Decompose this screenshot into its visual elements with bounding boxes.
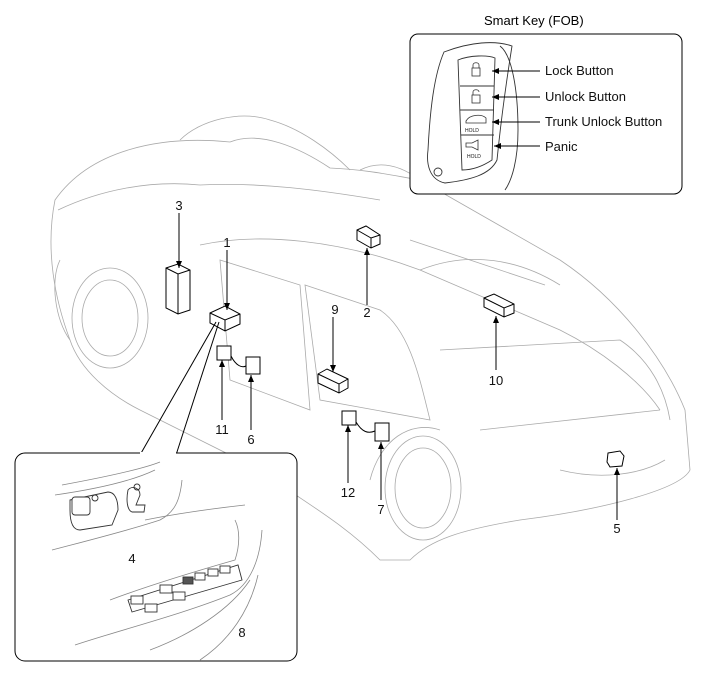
component-6-box xyxy=(245,356,261,375)
fob-hold-text-trunk: HOLD xyxy=(465,128,479,134)
component-11-box xyxy=(216,345,232,361)
callout-9: 9 xyxy=(331,302,339,317)
callout-5: 5 xyxy=(613,521,621,536)
callout-8: 8 xyxy=(238,625,246,640)
trunk-icon xyxy=(465,114,487,124)
callout-10: 10 xyxy=(488,373,504,388)
callout-2: 2 xyxy=(363,305,371,320)
fob-button-face xyxy=(457,55,496,171)
smart-key-panel xyxy=(409,33,683,195)
fob-label-unlock: Unlock Button xyxy=(545,89,626,104)
callout-6: 6 xyxy=(247,432,255,447)
panic-horn-icon xyxy=(465,139,479,151)
fob-label-trunk: Trunk Unlock Button xyxy=(545,114,663,129)
component-boxes xyxy=(165,225,625,468)
callout-4: 4 xyxy=(128,551,136,566)
lock-icon xyxy=(471,67,481,77)
fob-title: Smart Key (FOB) xyxy=(484,13,584,28)
callout-3: 3 xyxy=(175,198,183,213)
callout-7: 7 xyxy=(377,502,385,517)
door-inset-panel xyxy=(14,452,298,662)
component-5-box xyxy=(606,450,625,468)
callout-12: 12 xyxy=(340,485,356,500)
callout-1: 1 xyxy=(223,235,231,250)
window-switch-panel xyxy=(127,564,243,613)
car-outline xyxy=(50,115,691,561)
seat-switch-icon xyxy=(126,483,146,513)
inset-zoom-lines xyxy=(139,321,220,456)
component-12-box xyxy=(341,410,357,426)
fob-hold-text-panic: HOLD xyxy=(467,154,481,160)
callout-11: 11 xyxy=(215,422,229,437)
fob-label-panic: Panic xyxy=(545,139,578,154)
mirror-switch-knob xyxy=(71,496,91,516)
component-7-box xyxy=(374,422,390,442)
fob-label-lock: Lock Button xyxy=(545,63,614,78)
unlock-icon xyxy=(471,94,481,104)
